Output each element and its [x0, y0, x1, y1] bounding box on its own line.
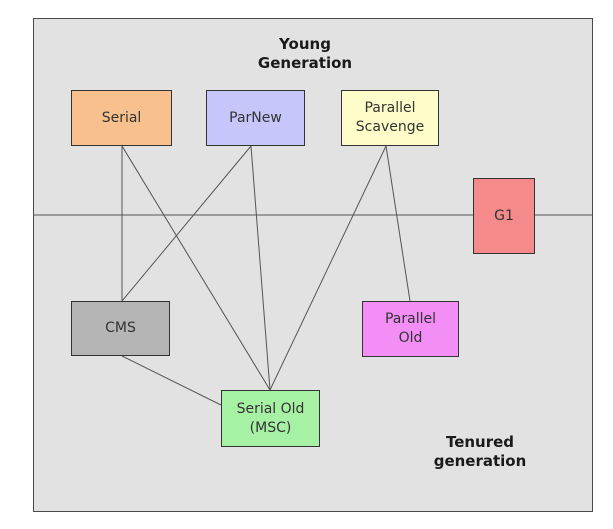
collector-cms: CMS: [71, 301, 170, 356]
link-cms-serial-old: [121, 355, 222, 406]
tenured-generation-label: Tenured generation: [433, 433, 527, 470]
collector-parallel-scavenge-label: Parallel Scavenge: [355, 100, 425, 135]
link-parnew-serial-old: [250, 145, 271, 391]
collector-parallel-old: Parallel Old: [362, 301, 459, 357]
collector-cms-label: CMS: [105, 320, 136, 336]
link-parnew-cms: [121, 145, 252, 302]
collector-g1-label: G1: [494, 207, 514, 224]
link-serial-serial-old: [121, 145, 271, 391]
collector-g1: G1: [473, 178, 535, 254]
link-parallel-scavenge-serial-old: [269, 145, 387, 391]
collector-serial-old-label: Serial Old (MSC): [236, 400, 305, 436]
collector-parnew-label: ParNew: [229, 109, 282, 126]
link-parallel-scavenge-parallel-old: [385, 145, 411, 302]
collector-serial-old: Serial Old (MSC): [221, 390, 320, 447]
collector-serial: Serial: [71, 90, 172, 146]
collector-parnew: ParNew: [206, 90, 305, 146]
collector-serial-label: Serial: [101, 109, 142, 126]
collector-parallel-old-label: Parallel Old: [384, 311, 436, 346]
collector-parallel-scavenge: Parallel Scavenge: [341, 90, 439, 146]
young-generation-label: Young Generation: [257, 35, 353, 72]
